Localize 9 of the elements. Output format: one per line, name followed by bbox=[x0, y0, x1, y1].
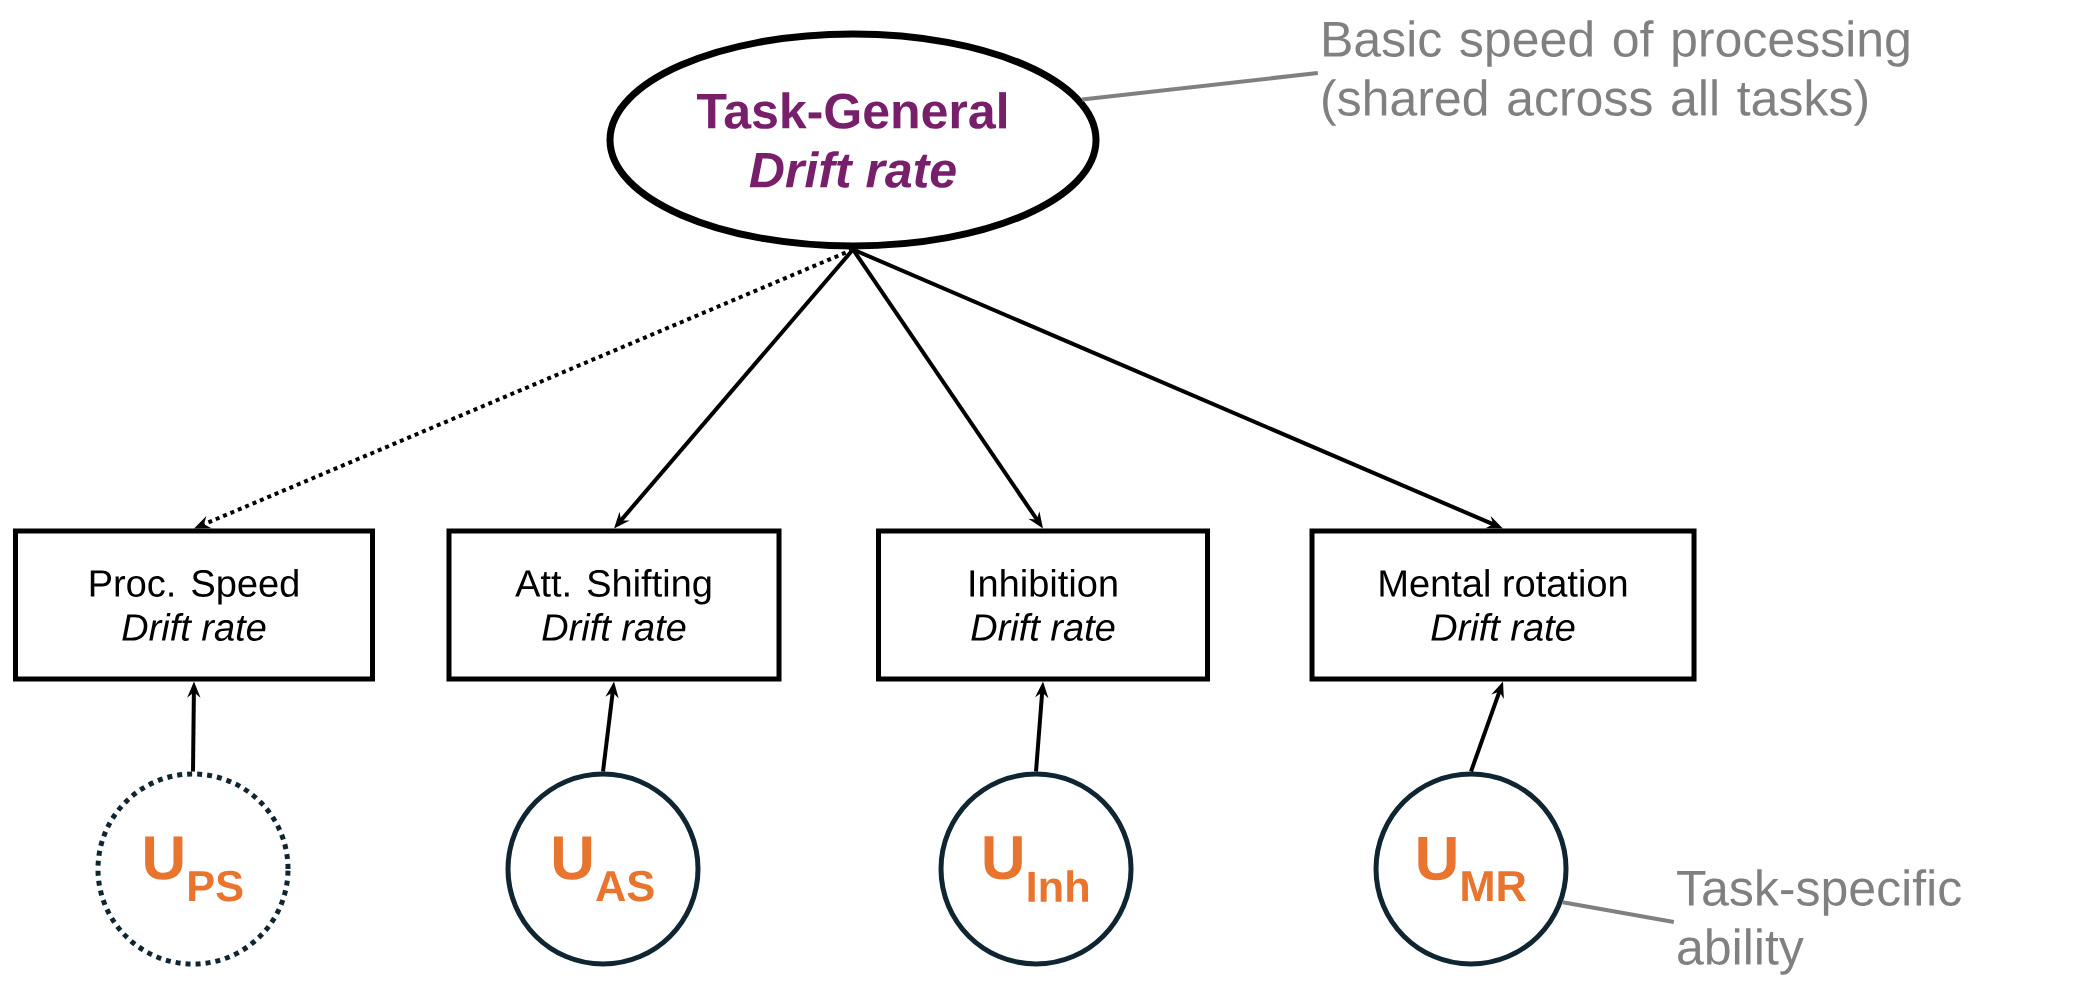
process-box: Mental rotation Drift rate bbox=[1309, 528, 1697, 682]
annotation-text: Task-specific ability bbox=[1677, 869, 1961, 975]
annotation-text: Basic speed of processing (shared across all tasks) bbox=[1323, 20, 1909, 126]
process-box: Att. Shifting Drift rate bbox=[446, 528, 782, 682]
process-box: Inhibition Drift rate bbox=[876, 528, 1210, 682]
leader-line bbox=[1081, 71, 1319, 102]
ellipse-node: Task-General Drift rate bbox=[606, 30, 1100, 250]
leader-line bbox=[1562, 900, 1675, 924]
process-box: Proc. Speed Drift rate bbox=[13, 528, 375, 682]
